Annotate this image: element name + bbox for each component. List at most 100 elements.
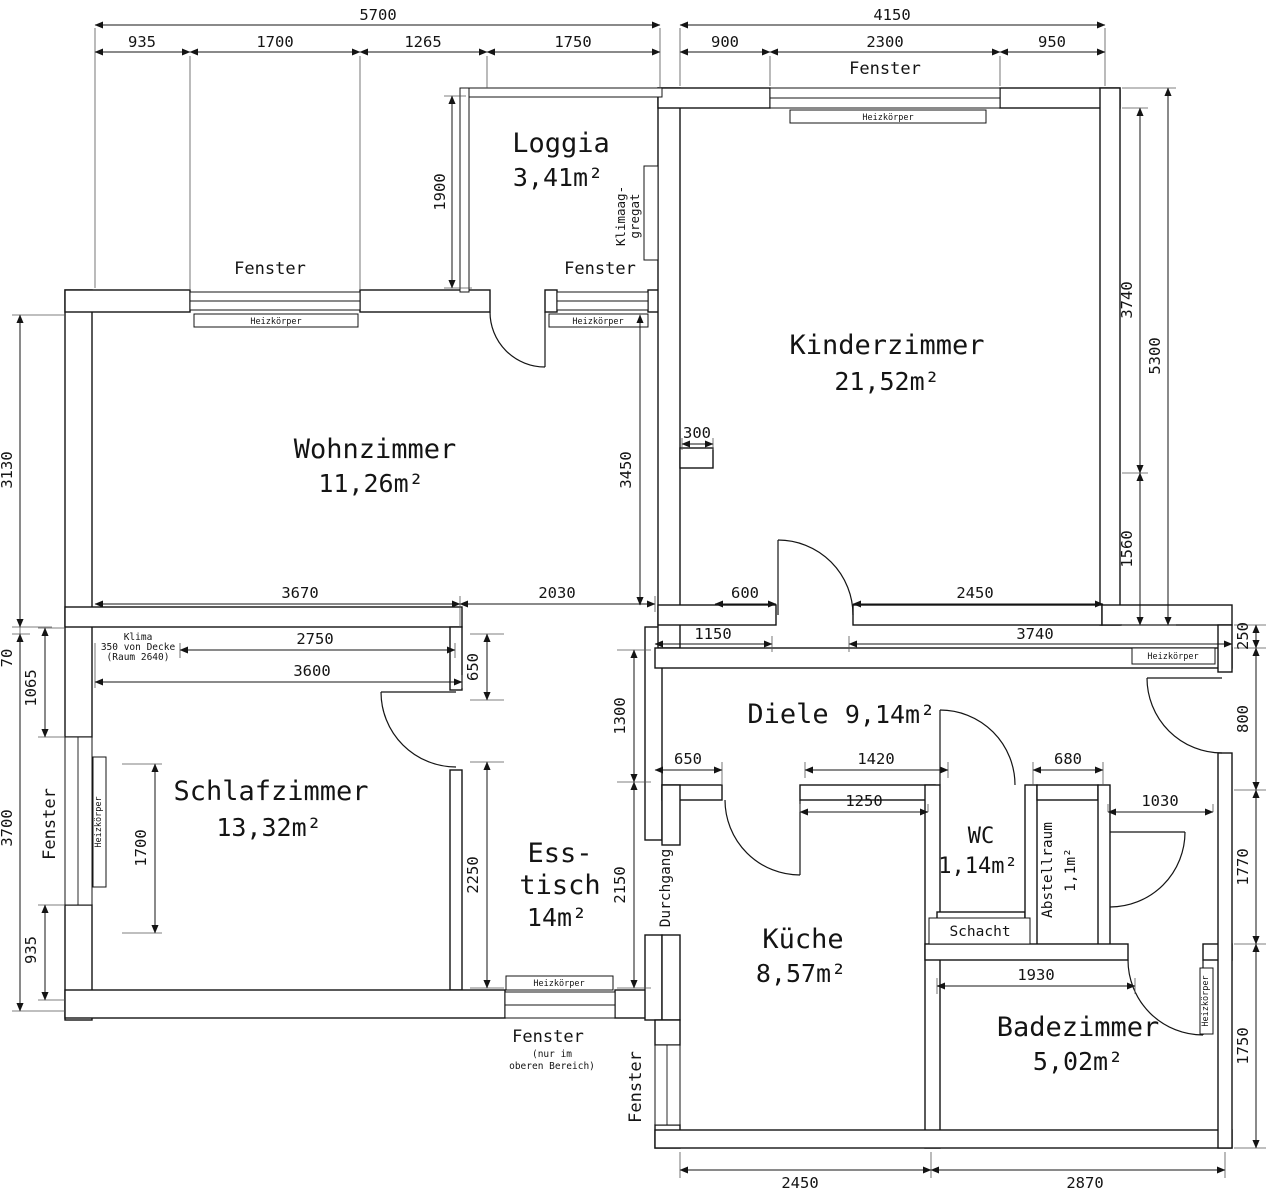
radiators: Heizkörper Heizkörper Heizkörper Heizkör… bbox=[92, 109, 1216, 1035]
door-arc bbox=[777, 539, 854, 616]
dimension-label: 935 bbox=[128, 33, 156, 51]
walls bbox=[64, 87, 1233, 1149]
dimension-label: 5700 bbox=[359, 6, 396, 24]
dimension-label: 650 bbox=[464, 653, 482, 681]
dimension-label: 1770 bbox=[1234, 848, 1252, 885]
dimension-label: 2030 bbox=[538, 584, 575, 602]
radiator-label: Heizkörper bbox=[533, 979, 584, 989]
door-arc bbox=[1146, 677, 1223, 754]
dimension-label: 1750 bbox=[1234, 1027, 1252, 1064]
room-name-esstisch: Ess- bbox=[527, 838, 592, 869]
room-name-esstisch: tisch bbox=[519, 870, 600, 901]
radiator-symbol bbox=[505, 975, 614, 991]
radiator-symbol bbox=[92, 756, 107, 888]
door-arc bbox=[939, 709, 1016, 786]
dimension-label: 2300 bbox=[866, 33, 903, 51]
room-name-schacht: Schacht bbox=[949, 924, 1010, 940]
dimension-label: 2250 bbox=[464, 856, 482, 893]
dimension-label: 1265 bbox=[404, 33, 441, 51]
radiator-label: Heizkörper bbox=[1147, 652, 1198, 662]
room-area-diele: 9,14m² bbox=[845, 700, 935, 729]
window-symbol bbox=[64, 736, 93, 906]
klima-unit-label: Klimaag- bbox=[613, 186, 628, 246]
dimension-label: 935 bbox=[22, 936, 40, 964]
fenster-label: Fenster bbox=[234, 259, 306, 279]
window-frame bbox=[64, 736, 93, 906]
door-symbol-wc bbox=[939, 709, 1016, 786]
door-symbol-kinderzimmer bbox=[777, 539, 854, 616]
window-symbol bbox=[504, 991, 616, 1019]
dimension-label: 3670 bbox=[281, 584, 318, 602]
wall-segment bbox=[657, 604, 777, 626]
window-frame bbox=[654, 1044, 681, 1126]
door-symbol-kueche bbox=[724, 799, 801, 876]
room-name-wohnzimmer: Wohnzimmer bbox=[294, 434, 457, 465]
door-arc bbox=[1127, 959, 1204, 1036]
dimension-label: 1560 bbox=[1118, 530, 1136, 567]
dimension-label: 800 bbox=[1234, 705, 1252, 733]
radiator-symbol bbox=[548, 313, 649, 328]
room-area-kueche: 8,57m² bbox=[756, 959, 846, 988]
wall-segment bbox=[1099, 87, 1121, 626]
wall-step bbox=[679, 447, 714, 469]
wall-segment bbox=[644, 934, 663, 1021]
door-symbol-diele bbox=[1146, 677, 1223, 754]
dimension-label: 2450 bbox=[781, 1174, 818, 1192]
room-name-kueche: Küche bbox=[762, 924, 843, 955]
annotation-labels: Fenster Fenster Fenster Fenster Fenster … bbox=[40, 59, 921, 1123]
dimension-label: 3740 bbox=[1118, 281, 1136, 318]
dimension-lines bbox=[16, 21, 1260, 1174]
radiator-symbol bbox=[193, 313, 359, 328]
wall-segment bbox=[1217, 752, 1233, 1149]
room-name-abstellraum: Abstellraum bbox=[1040, 822, 1056, 918]
room-area-wc: 1,14m² bbox=[938, 854, 1017, 879]
dimension-label: 650 bbox=[674, 750, 702, 768]
dimension-label: 950 bbox=[1038, 33, 1066, 51]
window-symbol bbox=[654, 1044, 681, 1126]
fenster-label: Fenster bbox=[40, 788, 60, 860]
schacht-box bbox=[928, 917, 1031, 945]
wall-segment bbox=[657, 87, 681, 649]
fenster-label: Fenster bbox=[849, 59, 921, 79]
room-area-abstellraum: 1,1m² bbox=[1063, 848, 1079, 892]
loggia-parapet bbox=[459, 87, 663, 98]
fenster-label: Fenster bbox=[512, 1027, 584, 1047]
wall-segment bbox=[654, 1129, 1233, 1149]
klima-note: (Raum 2640) bbox=[107, 652, 170, 663]
window-symbol bbox=[189, 291, 361, 311]
door-symbol-flur bbox=[1109, 831, 1186, 908]
room-name-loggia: Loggia bbox=[512, 128, 610, 159]
dimension-label: 2750 bbox=[296, 630, 333, 648]
radiator-label: Heizkörper bbox=[250, 317, 301, 327]
room-name-kinderzimmer: Kinderzimmer bbox=[789, 330, 984, 361]
dimension-label: 600 bbox=[731, 584, 759, 602]
fenster-note: (nur im bbox=[532, 1049, 572, 1060]
dimension-label: 3740 bbox=[1016, 625, 1053, 643]
dimension-label: 1930 bbox=[1017, 966, 1054, 984]
wall-segment bbox=[654, 1019, 681, 1046]
wall-segment bbox=[644, 626, 663, 841]
radiator-label: Heizkörper bbox=[1201, 975, 1211, 1026]
dimension-label: 900 bbox=[711, 33, 739, 51]
door-symbol-loggia bbox=[489, 311, 546, 368]
dimension-label: 4150 bbox=[873, 6, 910, 24]
room-area-kinderzimmer: 21,52m² bbox=[834, 367, 939, 396]
dimension-label: 2450 bbox=[956, 584, 993, 602]
dimension-label: 3450 bbox=[617, 451, 635, 488]
wall-segment bbox=[449, 626, 463, 691]
d dimension-label: 1750 bbox=[554, 33, 591, 51]
dimension-label: 2870 bbox=[1066, 1174, 1103, 1192]
room-name-wc: WC bbox=[968, 824, 995, 849]
dimension-label: 300 bbox=[683, 424, 711, 442]
dimension-label: 3130 bbox=[0, 451, 16, 488]
radiator-symbol bbox=[1199, 967, 1214, 1035]
room-name-schlafzimmer: Schlafzimmer bbox=[173, 776, 368, 807]
dimension-label: 3700 bbox=[0, 809, 16, 846]
wall-segment bbox=[852, 604, 1103, 626]
window-symbol bbox=[769, 87, 1001, 109]
dimension-label: 1300 bbox=[611, 697, 629, 734]
door-arc bbox=[489, 311, 546, 368]
room-area-badezimmer: 5,02m² bbox=[1033, 1047, 1123, 1076]
